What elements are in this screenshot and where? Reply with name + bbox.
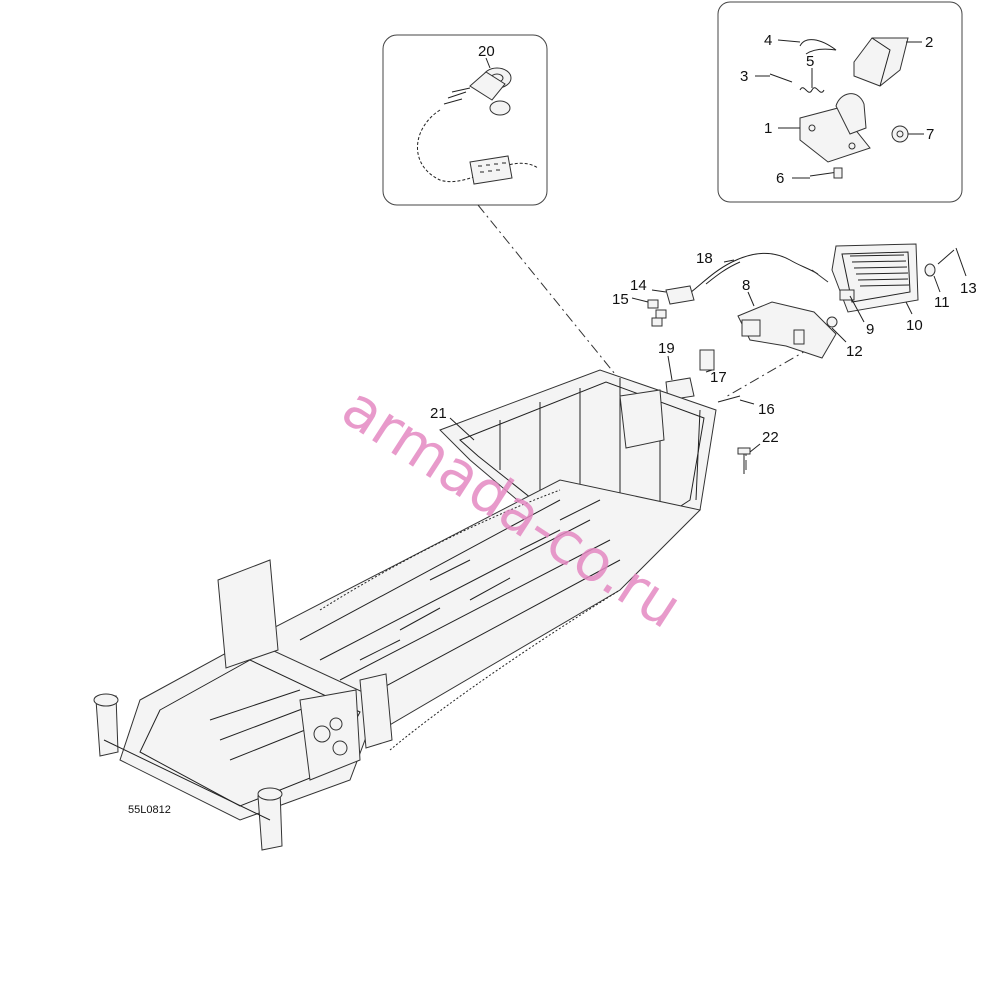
callout-15: 15 [612,291,629,308]
diagram-code: 55L0812 [128,804,171,816]
inset-box-bracket [717,1,963,203]
callout-9: 9 [866,321,874,338]
callout-1: 1 [764,120,772,137]
callout-8: 8 [742,277,750,294]
callout-17: 17 [710,369,727,386]
callout-21: 21 [430,405,447,422]
callout-labels: 1 2 3 4 5 6 7 8 9 10 11 12 13 14 15 16 1… [430,32,977,446]
callout-4: 4 [764,32,772,49]
callout-16: 16 [758,401,775,418]
callout-7: 7 [926,126,934,143]
bracket-assembly [769,37,909,179]
callout-14: 14 [630,277,647,294]
callout-3: 3 [740,68,748,85]
callout-13: 13 [960,280,977,297]
callout-20: 20 [478,43,495,60]
callout-2: 2 [925,34,933,51]
callout-10: 10 [906,317,923,334]
tail-light-assembly [647,243,955,474]
callout-leaders [449,39,967,453]
callout-5: 5 [806,53,814,70]
callout-6: 6 [776,170,784,187]
vehicle-frame [93,369,717,851]
callout-22: 22 [762,429,779,446]
callout-18: 18 [696,250,713,267]
callout-11: 11 [934,294,950,311]
inset-box-key-switch [382,34,548,206]
key-switch-assembly [417,67,539,185]
callout-19: 19 [658,340,675,357]
leader-inset-to-frame [477,204,633,396]
callout-12: 12 [846,343,863,360]
